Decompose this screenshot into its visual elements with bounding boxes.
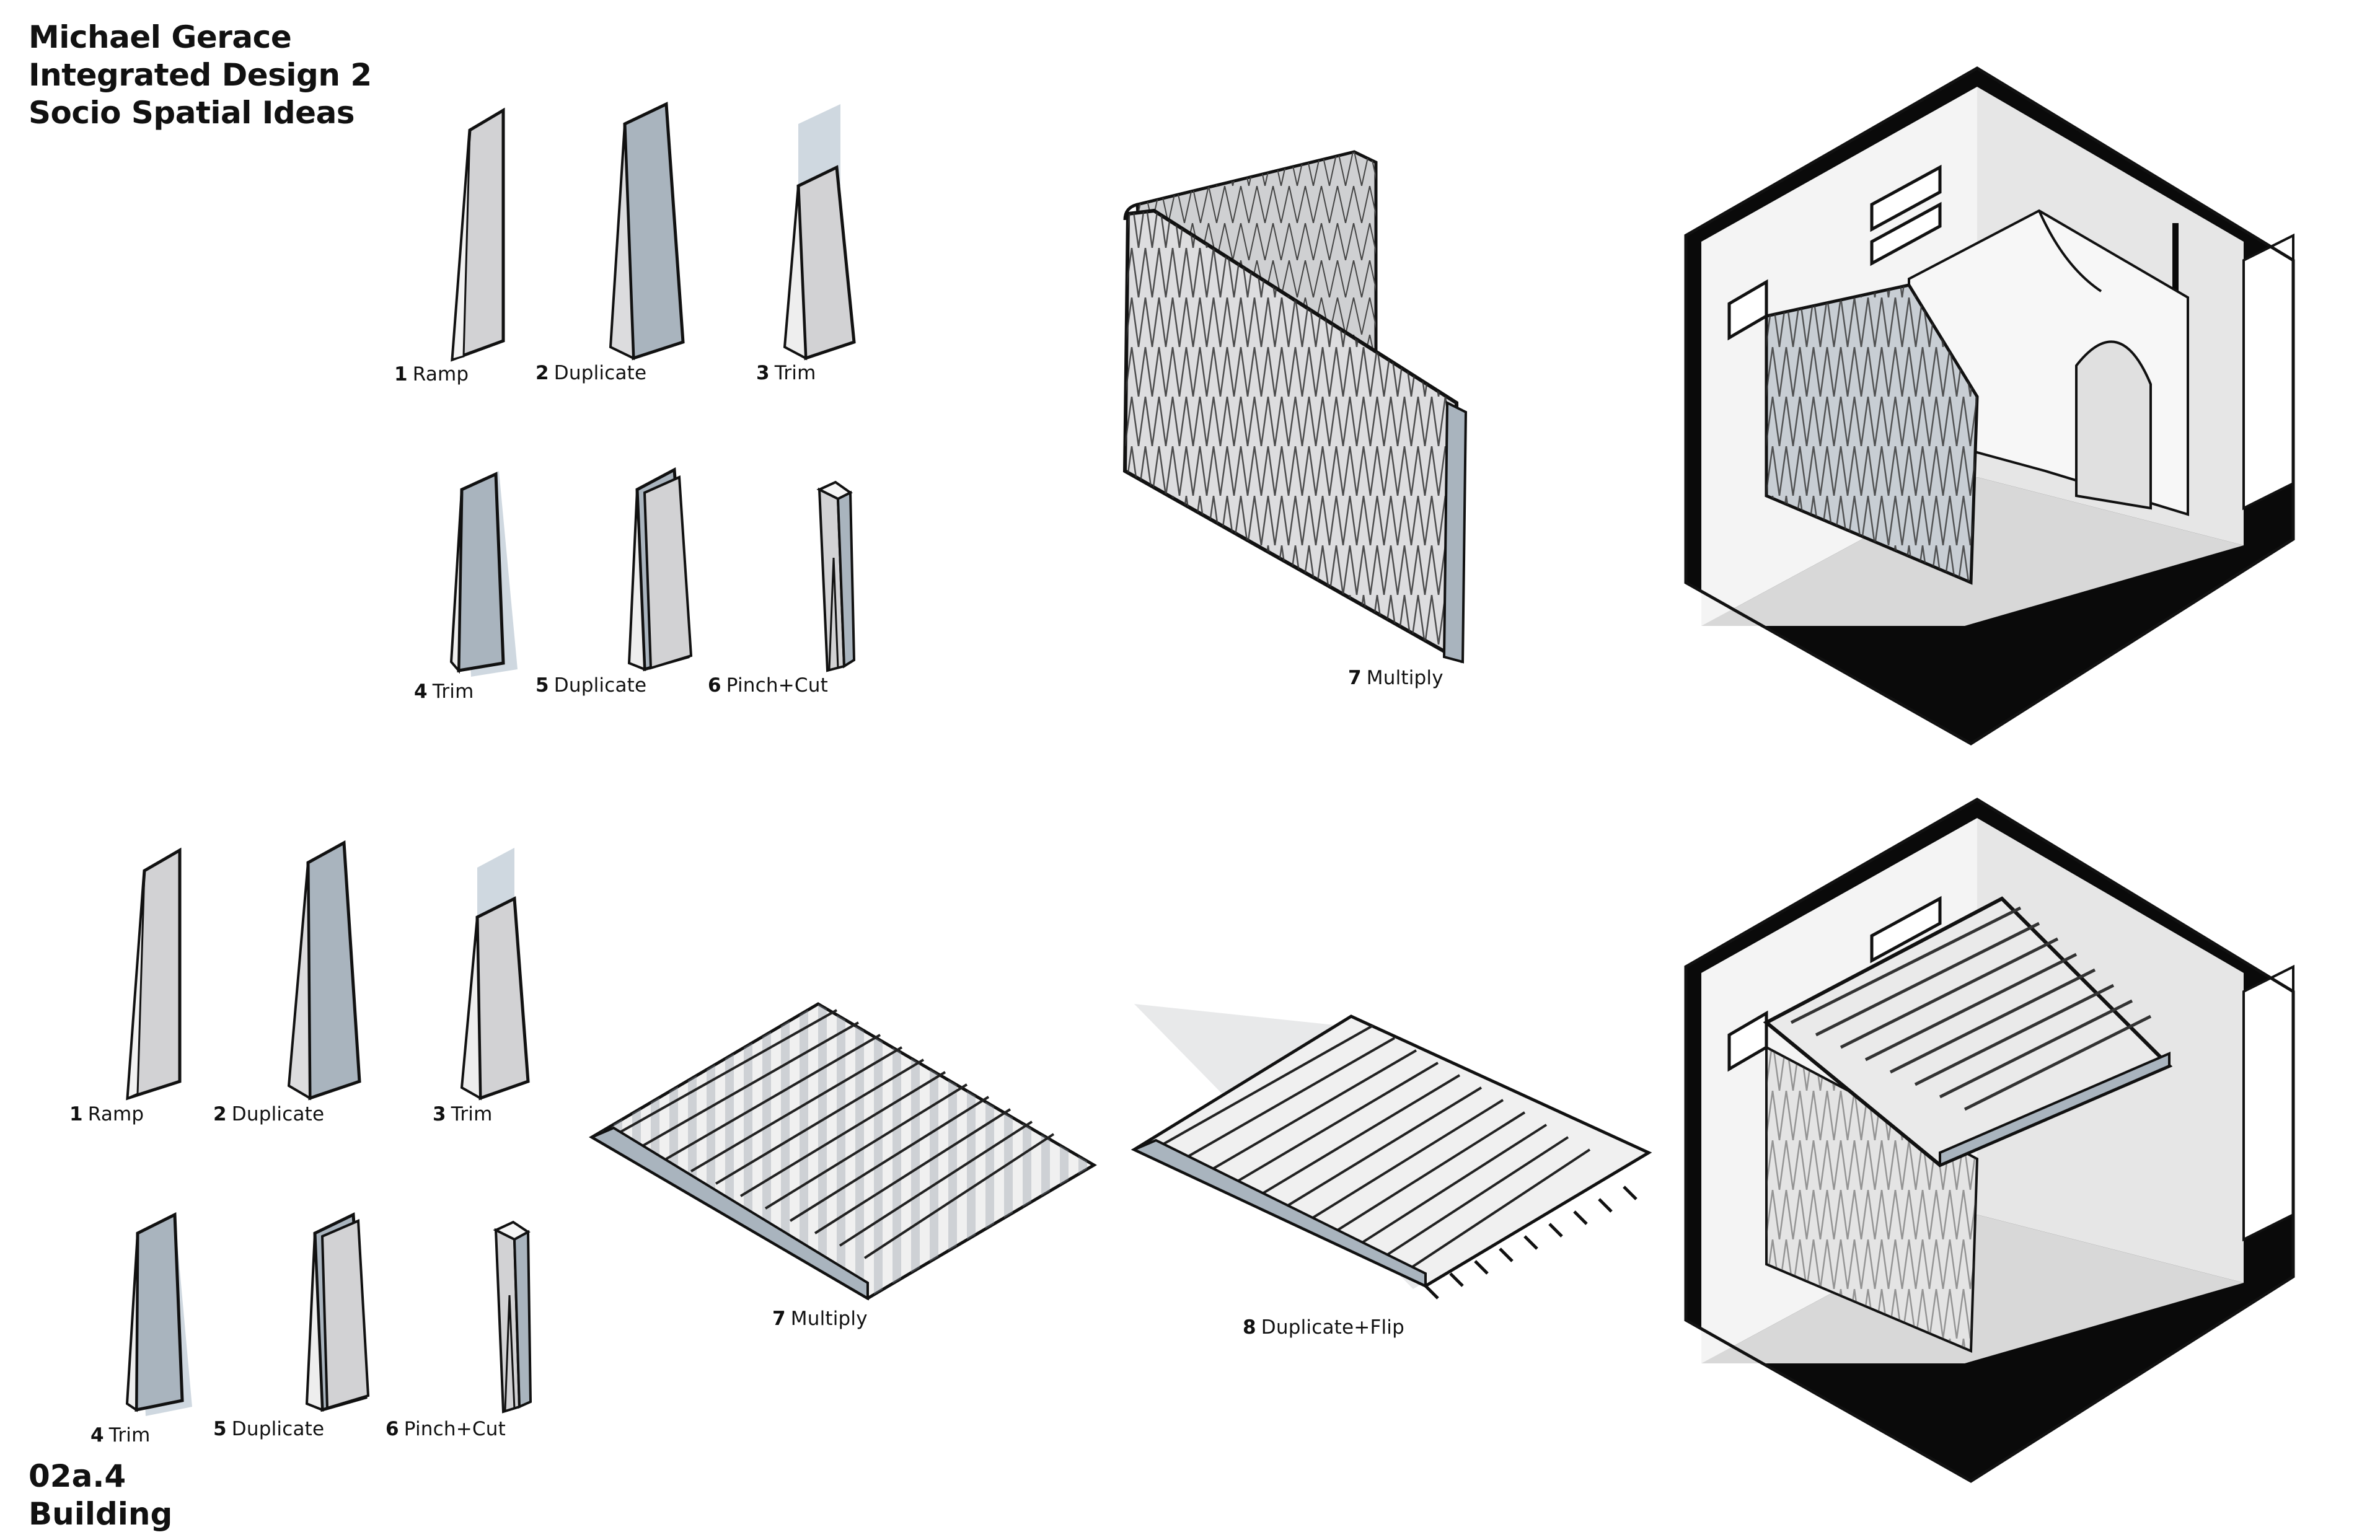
title-block: Michael Gerace Integrated Design 2 Socio… <box>29 19 372 132</box>
author-name: Michael Gerace <box>29 19 292 55</box>
row2-step8-duplicate-flip <box>1130 1004 1652 1300</box>
section-block: 02a.4 Building <box>29 1458 172 1533</box>
project-name: Socio Spatial Ideas <box>29 95 355 131</box>
row1-room-axonometric <box>1684 66 2295 746</box>
row2-room-axonometric <box>1684 798 2295 1483</box>
row2-step4-trim <box>125 1212 192 1416</box>
row2-step5-duplicate <box>305 1212 370 1412</box>
row2-step2-duplicate <box>287 840 361 1101</box>
row1-step3-trim <box>783 104 856 361</box>
row1-step5-duplicate <box>627 467 693 672</box>
course-name: Integrated Design 2 <box>29 57 372 93</box>
section-title: Building <box>29 1496 173 1532</box>
row1-step1-ramp <box>451 107 505 362</box>
row2-step6-pinch-cut <box>493 1220 532 1414</box>
row1-step7-multiply-wall <box>1122 150 1468 664</box>
row1-step2-duplicate <box>609 102 685 361</box>
section-number: 02a.4 <box>29 1458 126 1494</box>
row2-step3-trim <box>460 848 530 1101</box>
row2-step7-multiply-surface <box>589 1002 1097 1301</box>
row2-step1-ramp <box>126 847 182 1101</box>
row1-step4-trim <box>449 471 518 677</box>
row1-step6-pinch-cut <box>816 480 856 672</box>
